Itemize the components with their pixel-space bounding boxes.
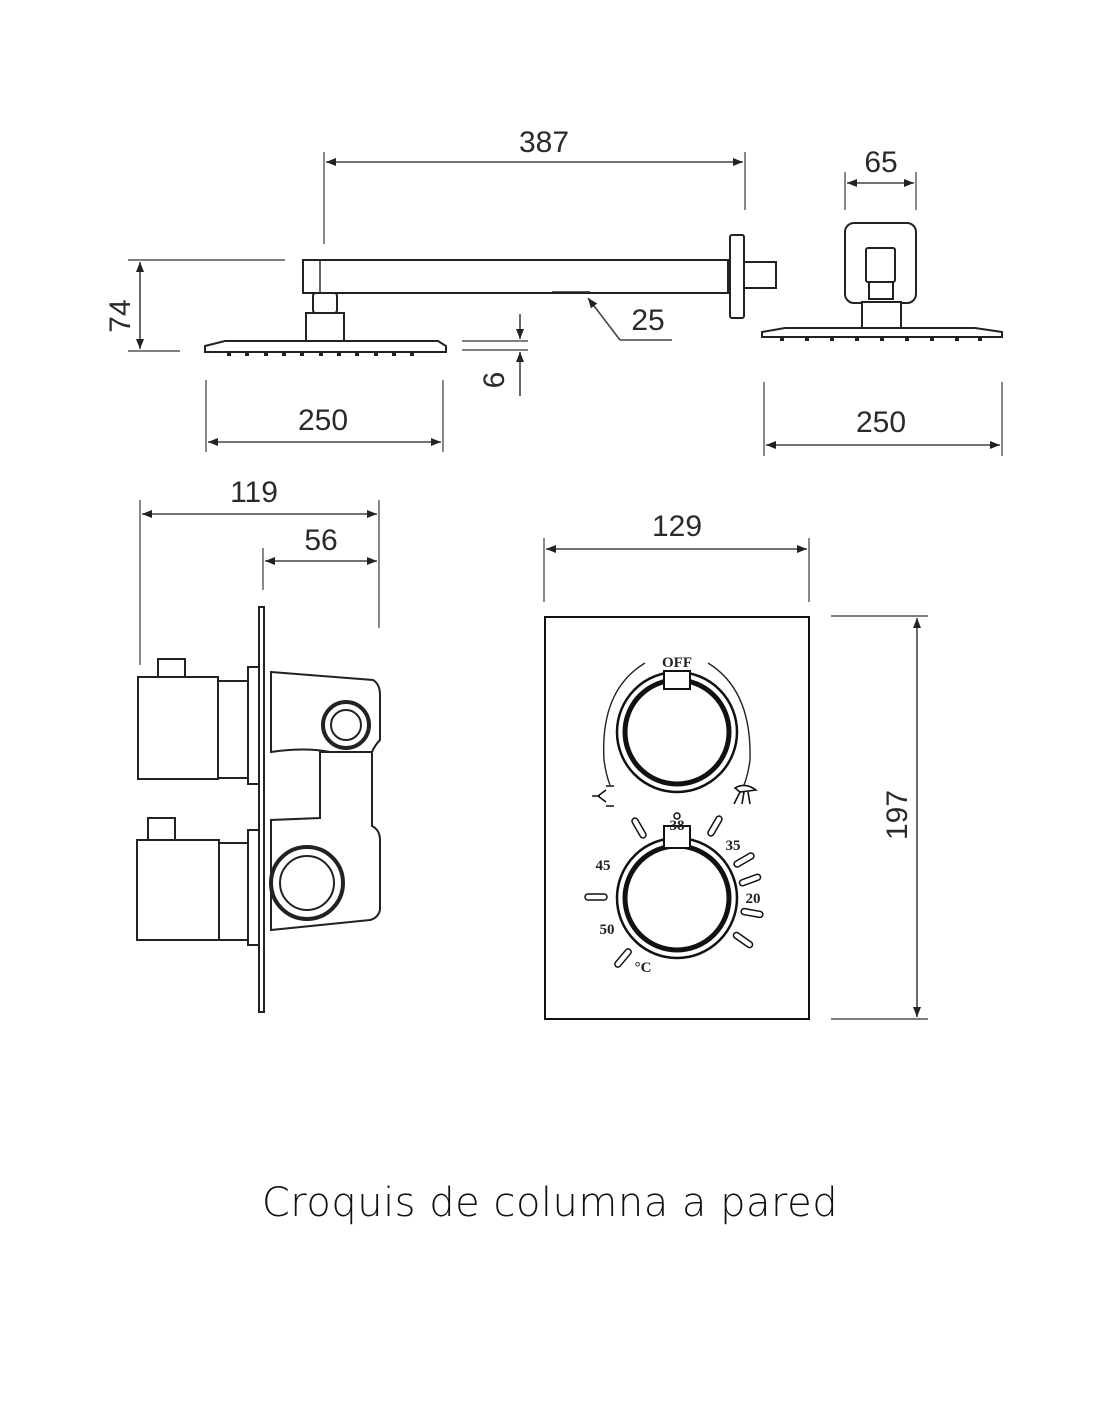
temperature-label-35: 35 bbox=[726, 838, 741, 854]
diverter-dial: OFF bbox=[592, 655, 759, 807]
thermostat-indicator bbox=[663, 825, 691, 849]
off-label: OFF bbox=[662, 655, 692, 671]
swivel-joint bbox=[868, 281, 894, 300]
head-connector bbox=[861, 301, 902, 331]
arm-stub bbox=[865, 247, 896, 283]
shower-head-front-view: 65 250 bbox=[761, 146, 1003, 456]
thermostat-dial: 38 35 20 45 50 °C bbox=[584, 812, 764, 976]
head-width-dimension: 250 bbox=[298, 404, 348, 437]
head-thickness-dimension: 6 bbox=[478, 372, 511, 389]
plate-width-dimension: 129 bbox=[652, 510, 702, 543]
wall-plate-width-dimension: 65 bbox=[864, 146, 897, 179]
plate-height-dimension: 197 bbox=[881, 790, 914, 840]
arm-section-leader bbox=[587, 297, 621, 341]
handle-cap bbox=[147, 817, 176, 841]
nozzles bbox=[780, 337, 982, 341]
wall-flange bbox=[729, 234, 745, 319]
arm-length-dimension: 387 bbox=[519, 126, 569, 159]
wall-connector bbox=[743, 261, 777, 289]
temperature-label-45: 45 bbox=[596, 858, 611, 874]
drawing-caption: Croquis de columna a pared bbox=[261, 1180, 839, 1226]
shower-arm bbox=[302, 259, 729, 294]
lower-collar bbox=[218, 842, 250, 941]
celsius-unit-label: °C bbox=[635, 960, 652, 976]
temperature-mark-38: 38 bbox=[670, 818, 685, 834]
upper-rosette bbox=[247, 666, 260, 785]
hand-shower-icon bbox=[592, 785, 614, 807]
upper-collar bbox=[217, 680, 249, 779]
lower-rosette bbox=[247, 829, 260, 946]
shower-head-front bbox=[761, 327, 1003, 338]
safety-button-icon bbox=[673, 812, 681, 820]
rain-shower-icon bbox=[733, 784, 759, 805]
lower-handle bbox=[136, 839, 220, 941]
upper-handle bbox=[137, 676, 219, 780]
temperature-label-50: 50 bbox=[600, 922, 615, 938]
shower-arm-side-view: 387 74 6 25 bbox=[104, 126, 777, 452]
temperature-label-20: 20 bbox=[746, 891, 761, 907]
mixer-front-view: 129 197 OFF 38 bbox=[543, 510, 928, 1020]
inlet-port bbox=[269, 845, 345, 921]
head-connector bbox=[305, 312, 345, 342]
total-height-dimension: 74 bbox=[104, 299, 137, 332]
temperature-ticks bbox=[584, 815, 764, 968]
handle-cap bbox=[157, 658, 186, 678]
swivel-joint bbox=[312, 292, 338, 314]
diverter-arc-left bbox=[602, 662, 646, 786]
total-depth-dimension: 119 bbox=[230, 476, 278, 509]
shower-head-side bbox=[204, 340, 447, 353]
built-in-depth-dimension: 56 bbox=[304, 524, 337, 557]
diverter-arc-right bbox=[707, 662, 751, 786]
diverter-indicator bbox=[663, 670, 691, 690]
nozzles bbox=[227, 352, 414, 356]
outlet-port bbox=[321, 700, 371, 750]
mixer-side-view: 119 56 bbox=[136, 476, 381, 1013]
cover-plate bbox=[258, 606, 265, 1013]
arm-section-dimension: 25 bbox=[631, 304, 664, 337]
head-width-dimension: 250 bbox=[856, 406, 906, 439]
